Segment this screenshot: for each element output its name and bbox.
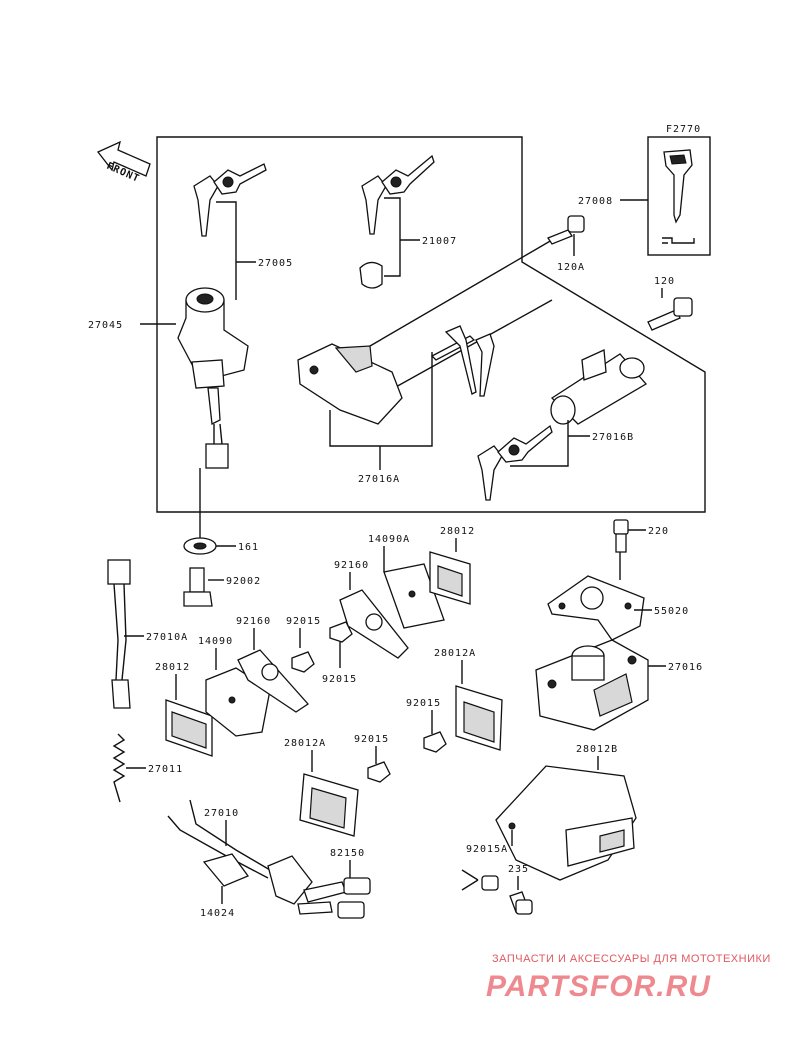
label-14090: 14090 (198, 636, 233, 647)
nut-92015-b-icon (329, 621, 353, 643)
leader-27005 (216, 201, 256, 300)
label-92160-b: 92160 (334, 560, 369, 571)
label-161: 161 (238, 542, 259, 553)
seat-lock-icon (297, 325, 495, 425)
switch-wire-27010-icon (167, 799, 371, 919)
washer-161-icon (183, 537, 217, 555)
arrow-92015A (461, 869, 479, 891)
leader-21007 (384, 197, 420, 277)
collar-92015A-icon (481, 875, 499, 891)
label-82150: 82150 (330, 848, 365, 859)
watermark-slogan: ЗАПЧАСТИ И АКСЕССУАРЫ ДЛЯ МОТОТЕХНИКИ (492, 953, 771, 965)
key-card-box (647, 136, 711, 256)
reflector-28012A-b-icon (299, 773, 359, 837)
bracket-14090-icon (205, 667, 271, 737)
plate-92160-b-icon (339, 589, 409, 659)
ignition-switch-icon (177, 287, 249, 469)
label-27016B: 27016B (592, 432, 634, 443)
leader-27016B (510, 420, 590, 467)
label-235: 235 (508, 864, 529, 875)
lock-guide-lines (369, 239, 553, 389)
label-92002: 92002 (226, 576, 261, 587)
label-27016A: 27016A (358, 474, 400, 485)
front-arrow-icon: FRONT (96, 140, 151, 185)
reflector-28012-b-icon (429, 551, 471, 605)
key-card-key-icon (662, 149, 695, 244)
label-28012-b: 28012 (440, 526, 475, 537)
screw-235-icon (509, 891, 533, 915)
label-92160: 92160 (236, 616, 271, 627)
bolt-92002-icon (183, 567, 213, 607)
nut-82015-icon (423, 731, 447, 753)
label-92015: 92015 (286, 616, 321, 627)
label-27005: 27005 (258, 258, 293, 269)
label-120A: 120A (557, 262, 585, 273)
label-28012A: 28012A (434, 648, 476, 659)
label-28012A-b: 28012A (284, 738, 326, 749)
bracket-55020-icon (547, 575, 645, 641)
ignition-assembly-outline (156, 136, 706, 513)
seat-lock-keys-icon (359, 154, 435, 289)
label-28012B: 28012B (576, 744, 618, 755)
bolt-120A-icon (547, 215, 585, 245)
label-92015A: 92015A (466, 844, 508, 855)
switch-lead-27010A-icon (107, 559, 131, 709)
label-92015-b: 92015 (322, 674, 357, 685)
label-92015-c: 92015 (354, 734, 389, 745)
spring-27011-icon (112, 733, 126, 803)
label-28012: 28012 (155, 662, 190, 673)
label-27008: 27008 (578, 196, 613, 207)
label-27010A: 27010A (146, 632, 188, 643)
license-lamp-28012B-icon (495, 765, 637, 881)
label-220: 220 (648, 526, 669, 537)
reflector-28012-icon (165, 699, 213, 757)
label-120: 120 (654, 276, 675, 287)
label-27010: 27010 (204, 808, 239, 819)
bracket-14090A-icon (383, 563, 445, 629)
figure-code: F2770 (666, 124, 701, 135)
label-27045: 27045 (88, 320, 123, 331)
nut-92015-c-icon (367, 761, 391, 783)
plate-92160-icon (237, 649, 309, 713)
label-27016: 27016 (668, 662, 703, 673)
label-21007: 21007 (422, 236, 457, 247)
label-14024: 14024 (200, 908, 235, 919)
label-27011: 27011 (148, 764, 183, 775)
reflector-28012A-icon (455, 685, 503, 751)
watermark-logo: PARTSFOR.RU (486, 970, 711, 1003)
bolt-220-icon (613, 519, 629, 553)
leader-27016A (329, 352, 433, 470)
label-82015: 92015 (406, 698, 441, 709)
helmet-lock-icon (477, 349, 648, 501)
label-14090A: 14090A (368, 534, 410, 545)
bolt-120-icon (647, 297, 693, 331)
ignition-keys-icon (193, 163, 267, 237)
label-55020: 55020 (654, 606, 689, 617)
nut-92015-icon (291, 651, 315, 673)
lock-body-27016-icon (535, 639, 649, 731)
